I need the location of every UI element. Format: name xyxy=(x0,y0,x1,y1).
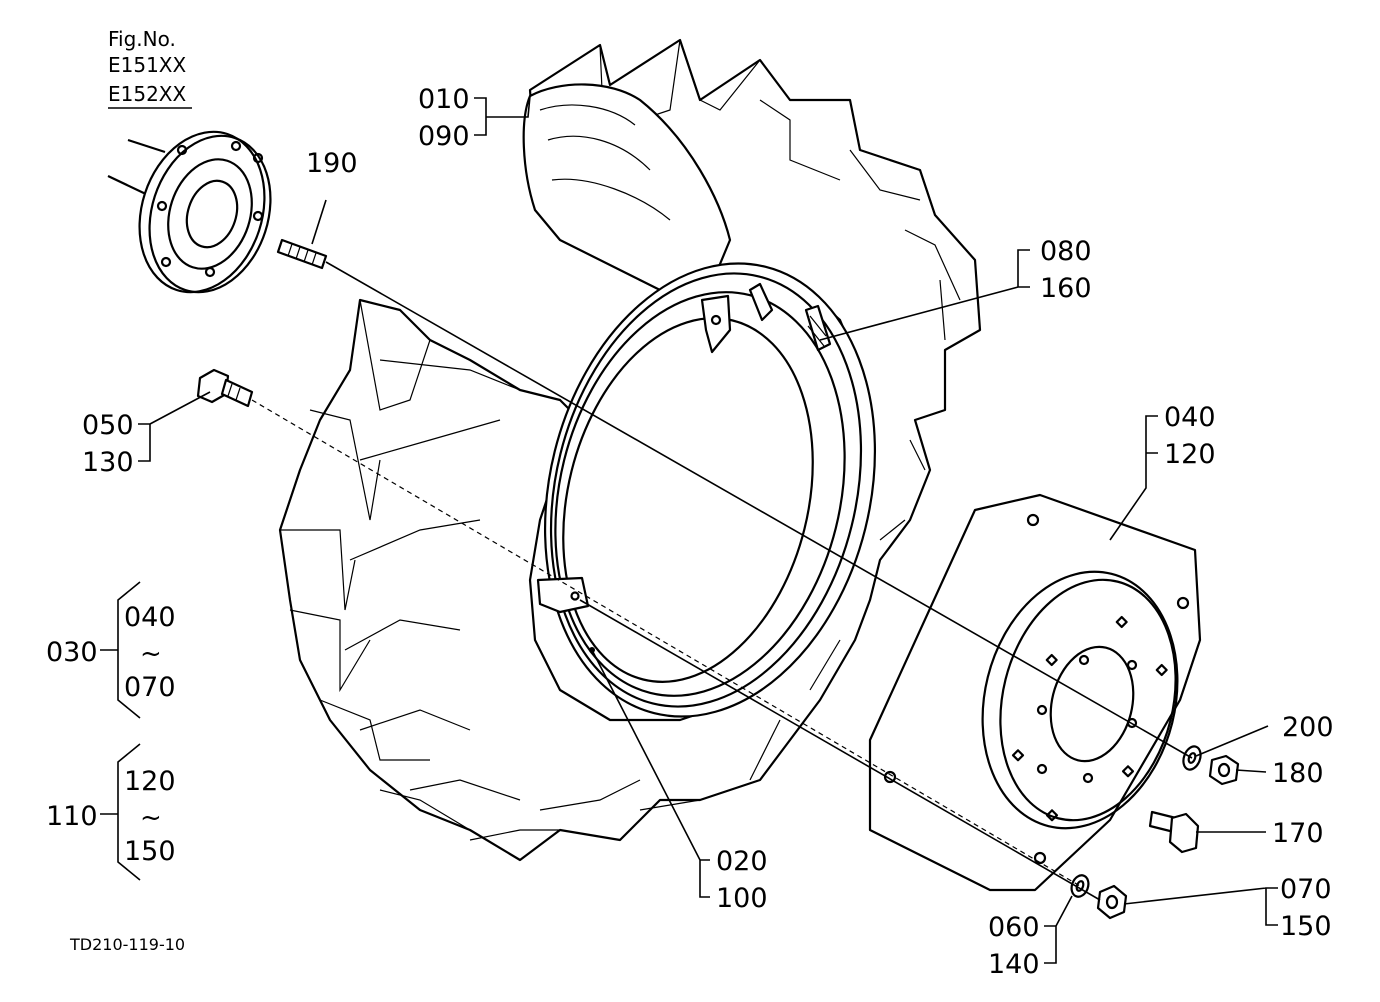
hub-flange xyxy=(107,130,272,294)
assembly-030-range: ~ xyxy=(140,639,162,669)
assembly-110-from: 120 xyxy=(124,766,176,797)
fig-ref-2: E152XX xyxy=(108,82,187,106)
callout-090: 090 xyxy=(418,121,470,152)
assembly-030-from: 040 xyxy=(124,602,176,633)
bolt-170 xyxy=(1148,810,1200,854)
callout-140: 140 xyxy=(988,949,1040,980)
tyre-cutaway xyxy=(522,83,732,302)
assembly-030-parent: 030 xyxy=(46,637,98,668)
callout-080: 080 xyxy=(1040,236,1092,267)
washer-060 xyxy=(1070,874,1090,898)
drawing-code: TD210-119-10 xyxy=(69,935,185,954)
wheel-disc xyxy=(868,493,1202,892)
nut-180 xyxy=(1208,754,1240,786)
rim xyxy=(536,262,877,718)
callout-180: 180 xyxy=(1272,758,1324,789)
assembly-030-to: 070 xyxy=(124,672,176,703)
callout-070: 070 xyxy=(1280,874,1332,905)
callout-100: 100 xyxy=(716,883,768,914)
callout-150: 150 xyxy=(1280,911,1332,942)
callout-050: 050 xyxy=(82,410,134,441)
callout-020: 020 xyxy=(716,846,768,877)
callout-060: 060 xyxy=(988,912,1040,943)
assembly-110-to: 150 xyxy=(124,836,176,867)
callout-130: 130 xyxy=(82,447,134,478)
nut-070 xyxy=(1096,884,1128,920)
callout-120: 120 xyxy=(1164,439,1216,470)
fig-no-label: Fig.No. xyxy=(108,27,176,51)
fig-ref-1: E151XX xyxy=(108,53,187,77)
wheel-bolt xyxy=(196,368,254,408)
callout-010: 010 xyxy=(418,84,470,115)
callout-040: 040 xyxy=(1164,402,1216,433)
callout-200: 200 xyxy=(1282,712,1334,743)
callout-170: 170 xyxy=(1272,818,1324,849)
assembly-110-range: ~ xyxy=(140,803,162,833)
callout-190: 190 xyxy=(306,148,358,179)
assembly-110-parent: 110 xyxy=(46,801,98,832)
callout-160: 160 xyxy=(1040,273,1092,304)
stud-bolt xyxy=(276,238,328,270)
